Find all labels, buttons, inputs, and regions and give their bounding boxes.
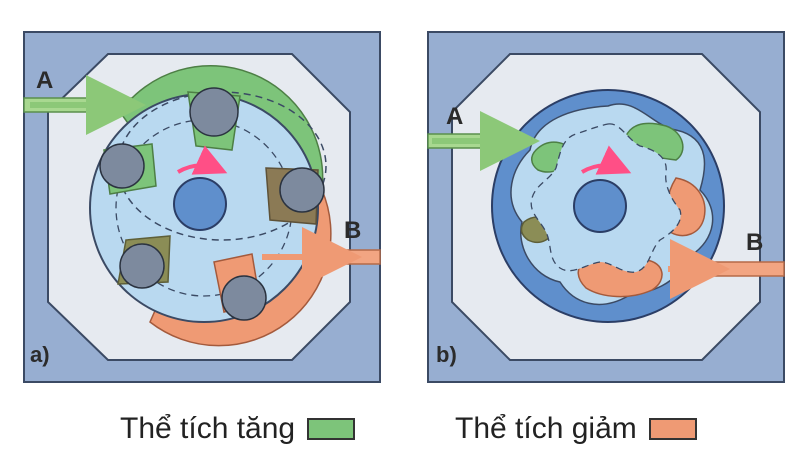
panel-a-label: a) <box>30 342 50 367</box>
panel-b-label: b) <box>436 342 457 367</box>
panel-b-inlet-label: A <box>446 103 463 130</box>
panel-a-roller-top <box>189 87 239 137</box>
panel-a-inlet-label: A <box>36 67 53 94</box>
panel-a-vane-pump: A B a) <box>23 31 381 383</box>
legend-item-decrease: Thể tích giảm <box>455 405 697 453</box>
panel-a-roller-left <box>99 143 145 189</box>
panel-a-hub <box>173 177 227 231</box>
legend-increase-label: Thể tích tăng <box>120 412 296 445</box>
legend-decrease-label: Thể tích giảm <box>455 412 637 445</box>
panel-a-roller-bottom <box>221 275 267 321</box>
legend-increase-swatch <box>307 418 356 440</box>
panel-a-roller-right <box>279 167 325 213</box>
panel-b-gear-pump: A B b) <box>427 31 785 383</box>
pump-diagram-svg: A B a) <box>23 31 785 383</box>
panel-a-outlet-label: B <box>344 217 361 244</box>
panel-b-outlet-label: B <box>746 229 763 256</box>
panel-b-hub <box>573 179 627 233</box>
legend-decrease-swatch <box>648 418 697 440</box>
panel-a-rotation-arrow-icon <box>176 145 228 175</box>
panel-a-roller-lower-left <box>119 243 165 289</box>
legend-item-increase: Thể tích tăng <box>120 405 356 453</box>
panel-b-rotation-arrow-icon <box>580 145 632 175</box>
